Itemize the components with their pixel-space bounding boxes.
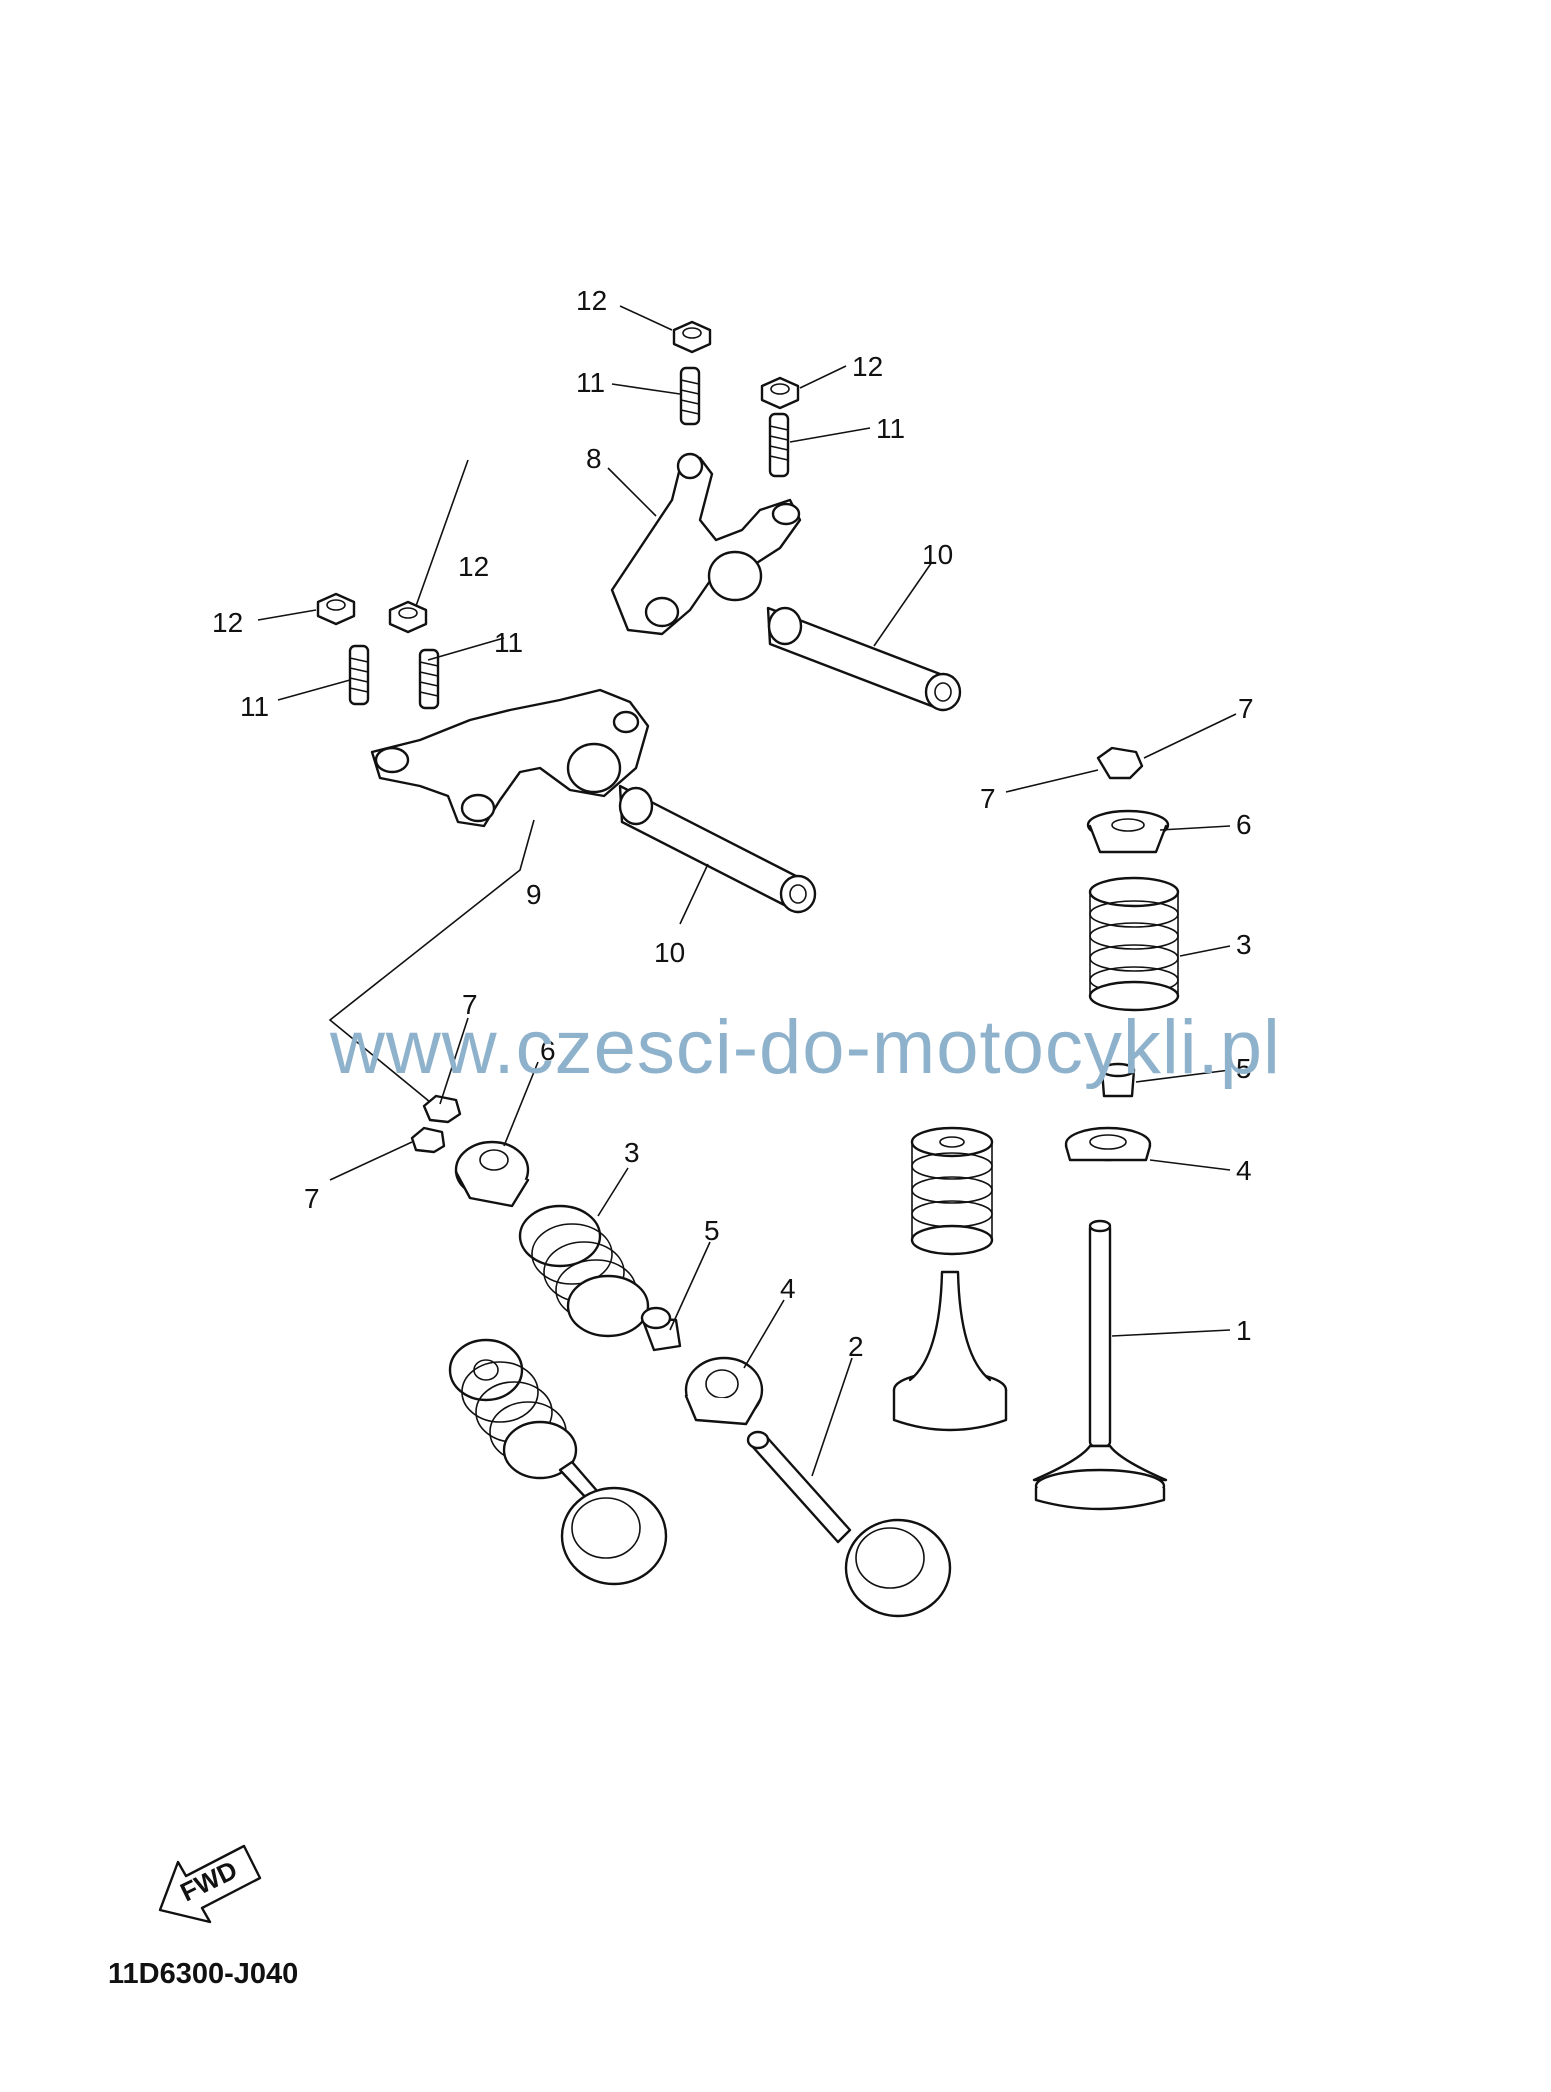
diagram-code: 11D6300-J040 bbox=[108, 1958, 299, 1990]
rocker-shaft-upper bbox=[766, 606, 962, 712]
callout-12: 12 bbox=[212, 607, 243, 638]
valve-spring-retainer-left bbox=[454, 1140, 530, 1208]
callout-9: 9 bbox=[526, 879, 542, 910]
spring-seat-right bbox=[1064, 1126, 1152, 1162]
callout-6: 6 bbox=[540, 1035, 556, 1066]
adjuster-screw-lower-right bbox=[418, 648, 440, 710]
callout-12: 12 bbox=[458, 551, 489, 582]
adjuster-screw-upper-right bbox=[768, 412, 790, 478]
callout-7: 7 bbox=[304, 1183, 320, 1214]
callout-8: 8 bbox=[586, 443, 602, 474]
callout-12: 12 bbox=[852, 351, 883, 382]
valve-cotter-left-lower bbox=[410, 1126, 446, 1154]
adjuster-nut-upper-right bbox=[760, 376, 800, 410]
valve-assembled-center bbox=[892, 1126, 1008, 1432]
callout-6: 6 bbox=[1236, 809, 1252, 840]
callout-2: 2 bbox=[848, 1331, 864, 1362]
spring-seat-left bbox=[684, 1356, 764, 1426]
rocker-shaft-lower bbox=[618, 784, 817, 914]
callout-12: 12 bbox=[576, 285, 607, 316]
rocker-arm-lower bbox=[370, 688, 650, 828]
valve-spring-right bbox=[1088, 876, 1180, 1012]
callout-labels: 12 11 12 11 8 10 12 12 11 11 9 10 7 7 6 … bbox=[212, 285, 1254, 1362]
adjuster-screw-upper-left bbox=[679, 366, 701, 426]
valve-intake-left bbox=[746, 1430, 952, 1618]
valve-spring-left bbox=[518, 1204, 650, 1338]
callout-7: 7 bbox=[1238, 693, 1254, 724]
valve-cotter-right bbox=[1096, 746, 1144, 780]
callout-10: 10 bbox=[654, 937, 685, 968]
valve-stem-seal-right bbox=[1100, 1062, 1136, 1098]
adjuster-nut-upper-left bbox=[672, 320, 712, 354]
valve-stem-seal-left bbox=[640, 1306, 682, 1352]
leader-9 bbox=[328, 819, 535, 1103]
fwd-arrow-icon: FWD bbox=[158, 1844, 262, 1924]
callout-11: 11 bbox=[494, 627, 523, 658]
callout-11: 11 bbox=[876, 413, 905, 444]
callout-4: 4 bbox=[780, 1273, 796, 1304]
callout-3: 3 bbox=[624, 1137, 640, 1168]
valve-assembled-left bbox=[448, 1338, 668, 1586]
adjuster-screw-lower-left bbox=[348, 644, 370, 706]
adjuster-nut-lower-right bbox=[388, 600, 428, 634]
callout-11: 11 bbox=[576, 367, 605, 398]
callout-11: 11 bbox=[240, 691, 269, 722]
callout-3: 3 bbox=[1236, 929, 1252, 960]
leader-lines bbox=[257, 305, 1237, 1477]
callout-4: 4 bbox=[1236, 1155, 1252, 1186]
callout-5: 5 bbox=[1236, 1053, 1252, 1084]
callout-7: 7 bbox=[980, 783, 996, 814]
valve-exhaust-right bbox=[1032, 1219, 1168, 1511]
watermark-url: www.czesci-do-motocykli.pl bbox=[330, 1005, 1281, 1090]
callout-5: 5 bbox=[704, 1215, 720, 1246]
callout-7: 7 bbox=[462, 989, 478, 1020]
adjuster-nut-lower-left bbox=[316, 592, 356, 626]
callout-10: 10 bbox=[922, 539, 953, 570]
valve-cotter-left-upper bbox=[422, 1094, 462, 1124]
valve-spring-retainer-right bbox=[1086, 809, 1170, 854]
callout-1: 1 bbox=[1236, 1315, 1252, 1346]
rocker-arm-upper bbox=[610, 452, 802, 636]
